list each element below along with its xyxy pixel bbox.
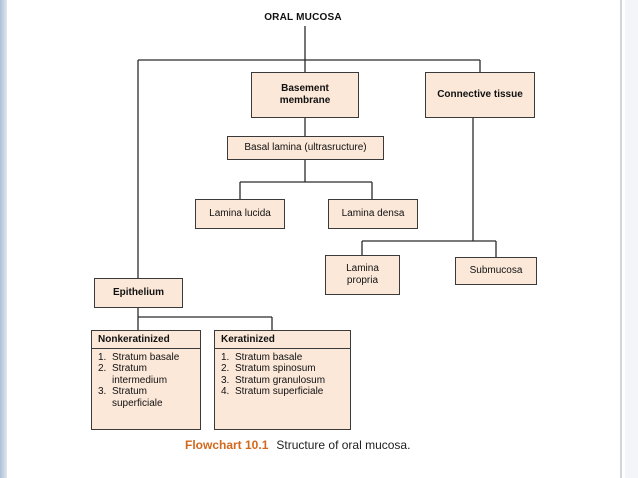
list-item: 3. Stratum granulosum [221,375,344,387]
caption-text: Structure of oral mucosa. [276,438,411,452]
node-lamina-propria: Lamina propria [325,255,400,295]
node-lamina-lucida-label: Lamina lucida [209,208,271,219]
list-item-text: Stratum basale [112,351,180,363]
list-item-number: 3. [221,374,230,386]
list-item-text: Stratum basale [235,351,303,363]
node-basement-membrane: Basement membrane [251,72,359,118]
list-item: 1. Stratum basale [98,352,194,364]
list-item: 2. Stratum intermedium [98,363,194,386]
node-lamina-propria-label: Lamina propria [346,263,379,286]
node-nonkeratinized: Nonkeratinized 1. Stratum basale 2. Stra… [91,330,201,430]
list-item: 3. Stratum superficiale [98,386,194,409]
left-border [0,0,7,478]
node-submucosa-label: Submucosa [469,265,523,276]
diagram-title: ORAL MUCOSA [264,12,342,23]
node-lamina-densa: Lamina densa [328,199,418,229]
nonkeratinized-title: Nonkeratinized [92,331,200,349]
list-item-number: 3. [98,386,107,397]
right-divider [620,0,622,478]
node-basal-lamina-label: Basal lamina (ultrasructure) [244,142,367,153]
node-connective-label: Connective tissue [437,89,523,100]
node-basal-lamina: Basal lamina (ultrasructure) [227,136,384,160]
keratinized-title: Keratinized [215,331,350,349]
node-epithelium-label: Epithelium [112,287,165,298]
list-item: 2. Stratum spinosum [221,363,344,375]
list-item-text: Stratum intermedium [112,363,168,386]
node-keratinized: Keratinized 1. Stratum basale 2. Stratum… [214,330,351,430]
node-submucosa: Submucosa [455,257,537,285]
list-item-number: 2. [221,363,230,374]
node-lamina-lucida: Lamina lucida [195,199,285,229]
list-item-text: Stratum spinosum [235,363,316,374]
node-epithelium: Epithelium [94,278,183,308]
list-item-number: 1. [98,351,107,363]
caption-label: Flowchart 10.1 [185,438,269,452]
node-lamina-densa-label: Lamina densa [341,208,405,219]
node-connective-tissue: Connective tissue [425,72,535,118]
list-item-text: Stratum granulosum [235,374,326,386]
node-basement-label: Basement membrane [279,83,331,106]
figure-caption: Flowchart 10.1 Structure of oral mucosa. [185,438,410,452]
list-item-number: 4. [221,386,230,397]
list-item-number: 1. [221,351,230,363]
list-item-text: Stratum superficiale [235,386,324,397]
right-scroll-area [625,0,638,478]
list-item: 1. Stratum basale [221,352,344,364]
list-item-number: 2. [98,363,107,374]
list-item-text: Stratum superficiale [112,386,163,409]
list-item: 4. Stratum superficiale [221,386,344,398]
